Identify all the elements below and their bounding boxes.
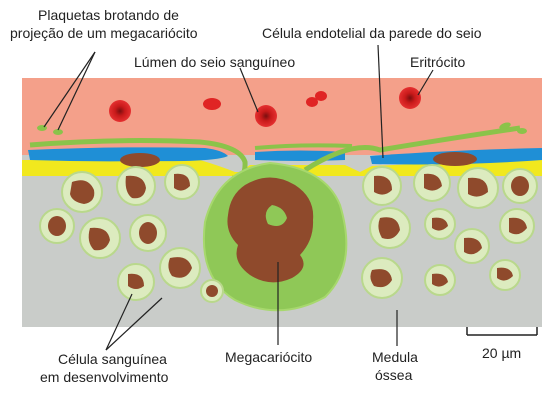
erythrocyte <box>203 98 221 110</box>
developing-cells-left <box>39 164 224 303</box>
label-platelets-line1: Plaquetas brotando de <box>38 7 179 23</box>
label-developing-cell-line1: Célula sanguínea <box>58 351 167 367</box>
label-erythrocyte: Eritrócito <box>410 54 465 70</box>
erythrocyte <box>315 91 327 101</box>
platelet <box>499 122 511 130</box>
label-platelets-line2: projeção de um megacariócito <box>10 25 198 41</box>
scale-bar <box>466 327 538 336</box>
megakaryocyte-projection-right <box>303 125 521 173</box>
label-megakaryocyte: Megacariócito <box>225 349 312 365</box>
endothelial-cell-left <box>28 147 228 162</box>
platelet <box>37 125 47 131</box>
megakaryocyte-nucleus <box>227 177 314 283</box>
erythrocyte <box>306 97 318 107</box>
endothelial-nucleus-right <box>433 152 477 166</box>
erythrocyte <box>399 87 421 109</box>
leader-lines <box>43 44 434 351</box>
label-scale: 20 µm <box>482 345 521 361</box>
endothelial-nucleus-left <box>120 153 160 167</box>
label-sinus-lumen: Lúmen do seio sanguíneo <box>134 54 295 70</box>
platelet <box>53 129 63 135</box>
label-endothelial-cell: Célula endotelial da parede do seio <box>262 25 482 41</box>
developing-cells-right <box>361 164 538 299</box>
erythrocyte <box>109 100 131 122</box>
label-developing-cell-line2: em desenvolvimento <box>40 369 169 385</box>
erythrocyte <box>255 105 277 127</box>
platelet <box>517 128 527 134</box>
label-marrow-line2: óssea <box>375 367 413 383</box>
megakaryocyte-neck <box>254 143 353 150</box>
label-marrow-line1: Medula <box>372 349 418 365</box>
